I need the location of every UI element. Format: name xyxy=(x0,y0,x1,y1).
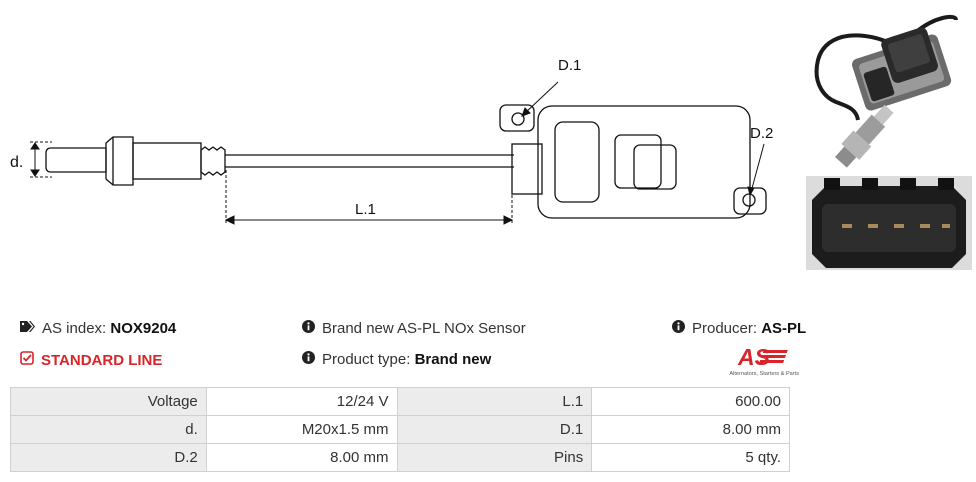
product-description: Brand new AS-PL NOx Sensor xyxy=(302,320,526,337)
producer: Producer: AS-PL xyxy=(672,320,806,337)
as-pl-logo: AS Alternators, Starters & Parts xyxy=(729,344,799,377)
product-line-label: STANDARD LINE xyxy=(41,351,163,369)
spec-value: M20x1.5 mm xyxy=(205,415,398,444)
specs-table: Voltage 12/24 V L.1 600.00 d. M20x1.5 mm… xyxy=(10,387,790,472)
table-row: d. M20x1.5 mm D.1 8.00 mm xyxy=(10,415,790,444)
product-type: Product type: Brand new xyxy=(302,351,491,368)
product-type-label: Product type: xyxy=(322,351,411,368)
producer-value: AS-PL xyxy=(761,320,807,337)
tag-icon xyxy=(20,320,35,337)
dimension-label-l1: L.1 xyxy=(355,201,376,218)
sensor-technical-drawing: d. L.1 D.1 D.2 xyxy=(10,57,773,225)
svg-text:Alternators, Starters & Parts: Alternators, Starters & Parts xyxy=(729,371,799,377)
product-line: STANDARD LINE xyxy=(20,351,162,369)
spec-value: 8.00 mm xyxy=(205,443,398,472)
info-icon xyxy=(302,320,315,337)
spec-label: D.1 xyxy=(396,415,593,444)
dimension-label-d: d. xyxy=(10,154,23,171)
as-index-label: AS index: xyxy=(42,320,107,337)
spec-label: D.2 xyxy=(10,443,207,472)
spec-value: 600.00 xyxy=(591,387,790,416)
product-photo-connector xyxy=(806,176,972,270)
spec-label: d. xyxy=(10,415,207,444)
dimension-label-d1: D.1 xyxy=(558,57,581,74)
description-text: Brand new AS-PL NOx Sensor xyxy=(322,320,526,337)
product-photo-sensor xyxy=(806,10,972,170)
spec-label: L.1 xyxy=(396,387,593,416)
spec-label: Voltage xyxy=(10,387,207,416)
as-index-value: NOX9204 xyxy=(110,320,177,337)
producer-label: Producer: xyxy=(692,320,758,337)
spec-value: 5 qty. xyxy=(591,443,790,472)
as-index: AS index: NOX9204 xyxy=(20,320,176,337)
table-row: D.2 8.00 mm Pins 5 qty. xyxy=(10,443,790,472)
spec-label: Pins xyxy=(396,443,593,472)
spec-value: 12/24 V xyxy=(205,387,398,416)
info-icon xyxy=(672,320,685,337)
spec-value: 8.00 mm xyxy=(591,415,790,444)
checkbox-checked-icon xyxy=(20,351,34,369)
product-type-value: Brand new xyxy=(414,351,492,368)
info-icon xyxy=(302,351,315,368)
table-row: Voltage 12/24 V L.1 600.00 xyxy=(10,387,790,416)
dimension-label-d2: D.2 xyxy=(750,125,773,142)
